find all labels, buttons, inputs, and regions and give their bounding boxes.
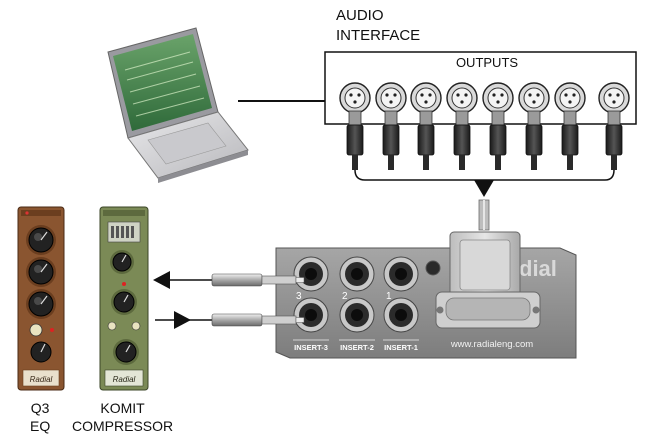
brand-fragment: dial (519, 256, 557, 281)
xlr-output-1 (339, 82, 371, 170)
jack-number-2: 2 (342, 291, 348, 302)
trs-jack-bottom-2 (339, 297, 375, 333)
komit-knob-1 (110, 250, 134, 274)
q3-eq-caption: Q3 EQ (30, 399, 50, 435)
q3-caption-line2: EQ (30, 418, 51, 434)
komit-switches (107, 282, 141, 331)
jack-number-3: 3 (296, 291, 302, 302)
xlr-output-8 (598, 82, 630, 170)
insert-cables (153, 271, 305, 329)
q3-switch (29, 323, 54, 337)
audio-interface: OUTPUTS (324, 51, 637, 197)
q3-knob-3 (26, 289, 56, 319)
return-cable (153, 271, 305, 289)
komit-brand: Radial (113, 375, 136, 384)
jack-number-1: 1 (386, 291, 392, 302)
insert-labels: INSERT-3 INSERT-2 INSERT-1 (293, 339, 419, 352)
right-arrow (174, 311, 191, 329)
insert-label-2: INSERT-2 (340, 343, 374, 352)
left-arrow (153, 271, 170, 289)
trs-jacks: 3 2 1 (293, 256, 419, 333)
q3-eq-module: Radial (17, 206, 65, 391)
q3-knobs (26, 225, 56, 363)
ground-screw (425, 260, 441, 276)
q3-brand: Radial (30, 375, 53, 384)
komit-knobs (107, 250, 141, 365)
xlr-output-7 (554, 82, 586, 170)
trs-jack-top-3 (383, 256, 419, 292)
down-arrow (474, 180, 494, 197)
q3-knob-2 (26, 257, 56, 287)
trs-jack-bottom-1 (293, 297, 329, 333)
insert-patch-panel: 3 2 1 INSERT-3 INSERT-2 INSERT-1 dial www.ra… (275, 231, 577, 359)
komit-knob-3 (113, 339, 139, 365)
q3-caption-line1: Q3 (30, 400, 50, 416)
trs-jack-top-1 (293, 256, 329, 292)
komit-compressor-caption: KOMIT COMPRESSOR (72, 399, 173, 435)
xlr-output-2 (375, 82, 407, 170)
xlr-output-4 (446, 82, 478, 170)
insert-label-1: INSERT-1 (384, 343, 418, 352)
komit-knob-2 (111, 289, 137, 315)
xlr-output-5 (482, 82, 514, 170)
q3-gain-knob (30, 341, 52, 363)
trs-jack-top-2 (339, 256, 375, 292)
xlr-outputs (339, 82, 630, 170)
audio-interface-title-line2: INTERFACE (336, 27, 421, 44)
komit-caption-line2: COMPRESSOR (72, 418, 174, 434)
komit-compressor-module: Radial (99, 206, 149, 391)
outputs-label: OUTPUTS (456, 55, 518, 70)
audio-interface-title-line1: AUDIO (336, 7, 384, 24)
xlr-output-6 (518, 82, 550, 170)
komit-caption-line1: KOMIT (100, 400, 145, 416)
send-cable (155, 311, 305, 329)
snake-cable (478, 199, 490, 231)
db25-connector (435, 231, 541, 329)
audio-interface-title: AUDIO INTERFACE (336, 6, 420, 46)
laptop-computer (107, 27, 249, 183)
website-text: www.radialeng.com (450, 339, 533, 350)
xlr-output-3 (410, 82, 442, 170)
q3-knob-1 (26, 225, 56, 255)
trs-jack-bottom-3 (383, 297, 419, 333)
snake-cable-bus (354, 169, 615, 181)
insert-label-3: INSERT-3 (294, 343, 328, 352)
